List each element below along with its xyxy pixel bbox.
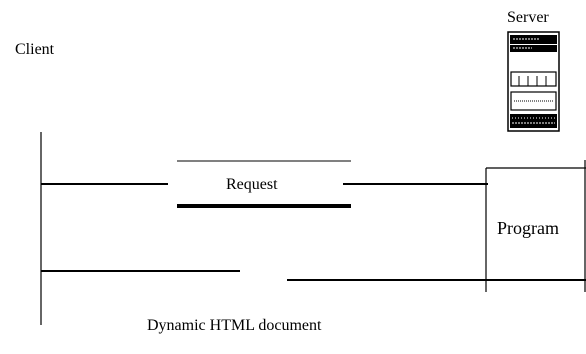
client-label: Client bbox=[15, 41, 55, 58]
server-label: Server bbox=[507, 9, 549, 26]
response-label: Dynamic HTML document bbox=[147, 317, 322, 334]
program-label: Program bbox=[497, 218, 559, 238]
request-label: Request bbox=[226, 176, 278, 193]
program-box bbox=[485, 160, 586, 292]
server-icon bbox=[507, 31, 560, 132]
